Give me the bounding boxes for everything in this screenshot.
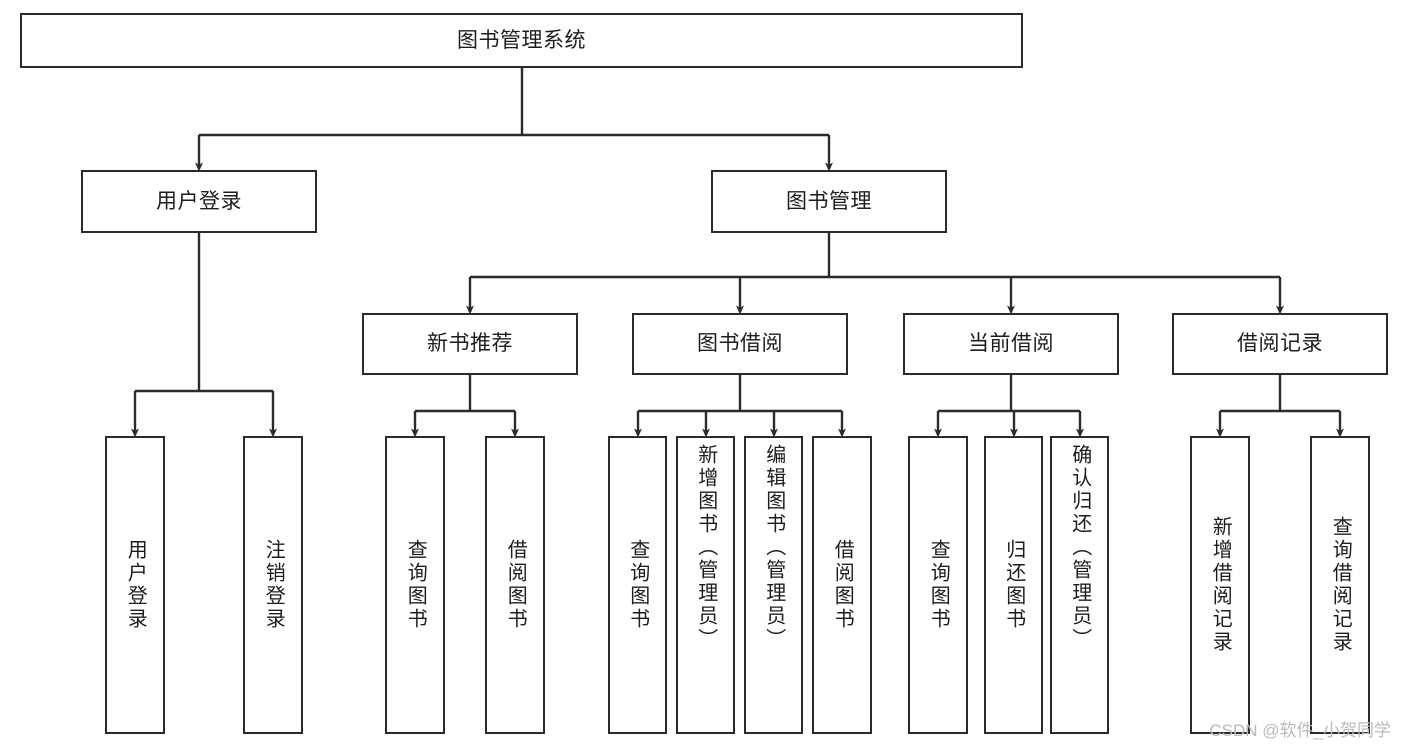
node-label: 借阅记录 [1237, 332, 1323, 356]
node-leaf-borrow-book-1[interactable]: 借阅图书 [485, 436, 545, 734]
node-leaf-borrow-book-2[interactable]: 借阅图书 [812, 436, 872, 734]
node-leaf-user-login[interactable]: 用户登录 [105, 436, 165, 734]
node-book-manage[interactable]: 图书管理 [711, 170, 947, 233]
node-label: 新书推荐 [427, 332, 513, 356]
node-leaf-edit-book[interactable]: 编辑图书（管理员） [744, 436, 803, 734]
node-leaf-query-book-1[interactable]: 查询图书 [385, 436, 445, 734]
node-leaf-add-book[interactable]: 新增图书（管理员） [676, 436, 735, 734]
node-leaf-user-logout[interactable]: 注销登录 [243, 436, 303, 734]
node-root[interactable]: 图书管理系统 [20, 13, 1023, 68]
node-label: 注销登录 [262, 539, 285, 631]
node-leaf-confirm-ret[interactable]: 确认归还（管理员） [1050, 436, 1109, 734]
node-label: 编辑图书（管理员） [762, 444, 785, 651]
node-book-borrow[interactable]: 图书借阅 [632, 313, 848, 375]
node-label: 查询图书 [626, 539, 649, 631]
node-label: 确认归还（管理员） [1068, 444, 1091, 651]
node-leaf-query-record[interactable]: 查询借阅记录 [1310, 436, 1370, 734]
node-label: 用户登录 [124, 539, 147, 631]
node-leaf-return-book[interactable]: 归还图书 [984, 436, 1043, 734]
node-label: 当前借阅 [968, 332, 1054, 356]
watermark-label: CSDN @软件_小贺同学 [1209, 721, 1391, 740]
node-label: 查询借阅记录 [1329, 516, 1352, 654]
node-label: 查询图书 [404, 539, 427, 631]
node-label: 借阅图书 [831, 539, 854, 631]
node-leaf-query-book-3[interactable]: 查询图书 [908, 436, 968, 734]
node-label: 图书借阅 [697, 332, 783, 356]
node-label: 用户登录 [156, 189, 242, 213]
node-user-login[interactable]: 用户登录 [81, 170, 317, 233]
node-borrow-record[interactable]: 借阅记录 [1172, 313, 1388, 375]
node-leaf-add-record[interactable]: 新增借阅记录 [1190, 436, 1250, 734]
node-label: 图书管理 [786, 189, 872, 213]
node-new-book-rec[interactable]: 新书推荐 [362, 313, 578, 375]
node-leaf-query-book-2[interactable]: 查询图书 [608, 436, 667, 734]
connector-lines [131, 68, 1344, 438]
node-label: 新增借阅记录 [1209, 516, 1232, 654]
node-label: 归还图书 [1002, 539, 1025, 631]
node-label: 查询图书 [927, 539, 950, 631]
node-label: 图书管理系统 [457, 28, 586, 52]
node-label: 借阅图书 [504, 539, 527, 631]
node-current-borrow[interactable]: 当前借阅 [903, 313, 1119, 375]
node-label: 新增图书（管理员） [694, 444, 717, 651]
